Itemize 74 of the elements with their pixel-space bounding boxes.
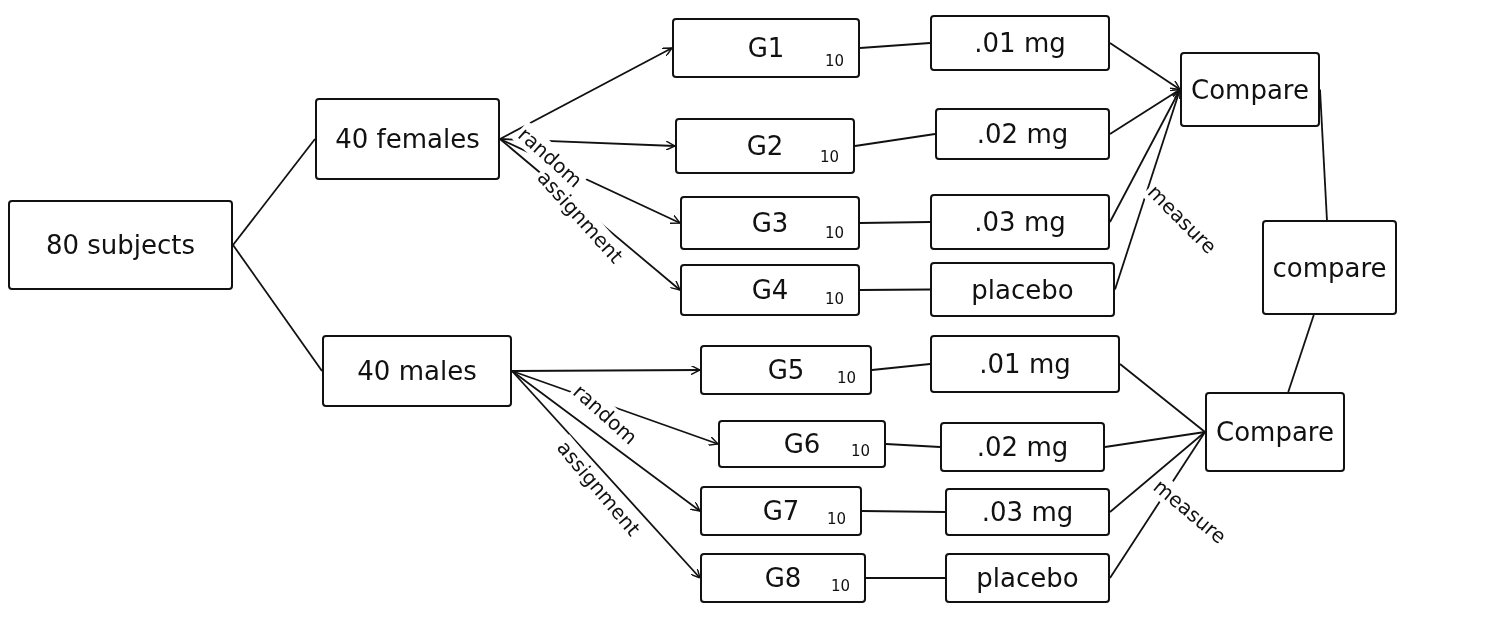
connector-line [859,42,931,49]
box-label: placebo [971,274,1074,305]
process-box [672,18,860,78]
box-label: .01 mg [979,349,1071,379]
connector-line [871,363,931,371]
process-box [935,108,1110,160]
group-size: 10 [824,290,844,308]
group-size: 10 [824,52,844,70]
box-label: G4 [751,275,789,305]
connector-line [1119,363,1206,433]
connector-line [1109,431,1206,513]
box-label: .03 mg [981,497,1074,527]
process-box [945,488,1110,536]
process-box [700,345,872,395]
box-label: .02 mg [976,119,1069,149]
connector-line [232,138,316,246]
process-box [1205,392,1345,472]
box-label: G2 [746,131,784,161]
connector-line [1287,314,1315,393]
connector-line [1319,88,1328,221]
group-size: 10 [850,442,870,460]
box-label: .02 mg [976,432,1069,462]
process-box [930,194,1110,250]
arrow [511,370,701,512]
process-box [930,15,1110,71]
connector-line [854,133,936,147]
box-label: G5 [767,355,805,385]
box-label: 80 subjects [45,230,196,260]
connector-line [861,510,946,513]
connector-line [232,244,323,372]
group-size: 10 [826,510,846,528]
box-label: 40 males [357,356,477,386]
arrow [1109,88,1181,223]
process-box [700,553,866,603]
process-box [718,420,886,468]
box-label: G6 [783,429,821,459]
arrow [511,370,701,579]
arrow [511,364,701,376]
box-label: .03 mg [974,207,1066,237]
box-label: placebo [976,563,1079,593]
box-label: G1 [747,33,785,63]
group-size: 10 [830,577,850,595]
box-label: G3 [751,208,789,238]
connector-line [885,443,941,448]
process-box [1180,52,1320,127]
process-box [8,200,233,290]
process-box [1262,220,1397,315]
process-box [680,196,860,250]
process-box [322,335,512,407]
process-box [930,262,1115,317]
box-label: Compare [1216,417,1334,447]
group-size: 10 [824,224,844,242]
connector-line [865,577,946,579]
connector-line [1104,431,1206,448]
box-label: compare [1272,252,1387,283]
process-box [315,98,500,180]
process-box [680,264,860,316]
process-box [930,335,1120,393]
box-label: 40 females [335,124,480,154]
process-box [940,422,1105,472]
box-label: Compare [1191,74,1309,105]
box-label: G8 [764,563,802,593]
connector-line [859,221,931,224]
group-size: 10 [836,369,856,387]
arrow [499,47,673,140]
process-box [700,486,862,536]
box-label: .01 mg [974,28,1066,58]
box-label: G7 [762,496,800,526]
group-size: 10 [819,148,839,166]
process-box [945,553,1110,603]
arrow [1109,42,1181,91]
arrow [1109,88,1181,135]
connector-line [859,288,931,291]
process-box [675,118,855,174]
